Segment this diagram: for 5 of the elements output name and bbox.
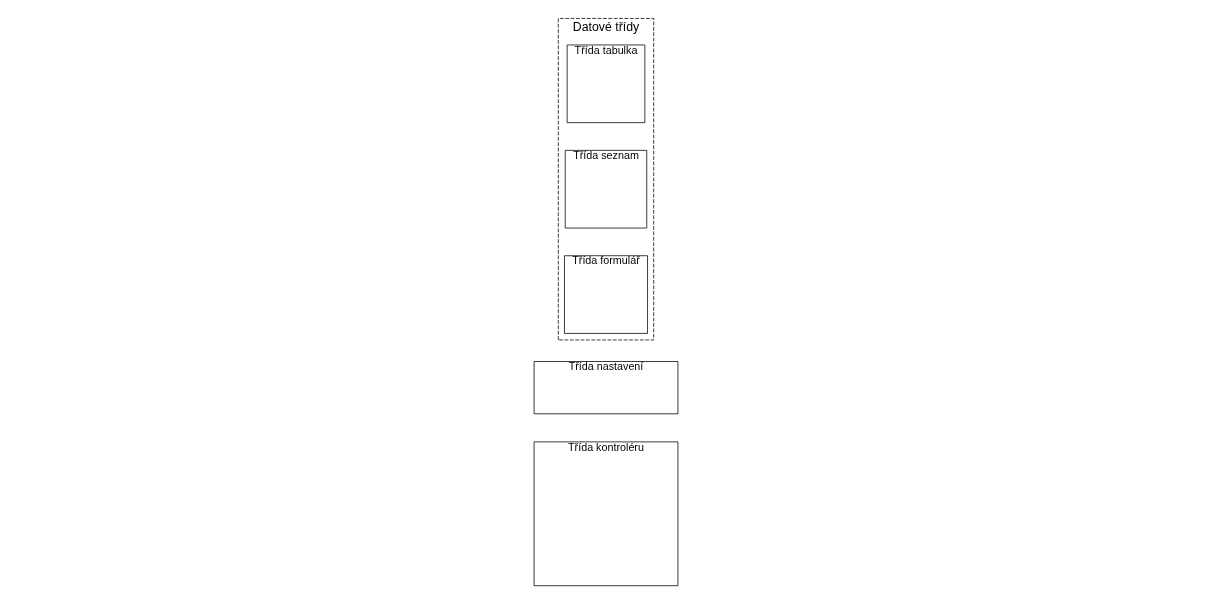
node-box: Třída formulář [564, 255, 648, 334]
node-box: Třída tabulka [566, 44, 646, 124]
node-box: Třída seznam [564, 149, 648, 229]
node-box: Třída kontroléru [533, 441, 679, 587]
node-box: Třída nastavení [533, 361, 679, 415]
